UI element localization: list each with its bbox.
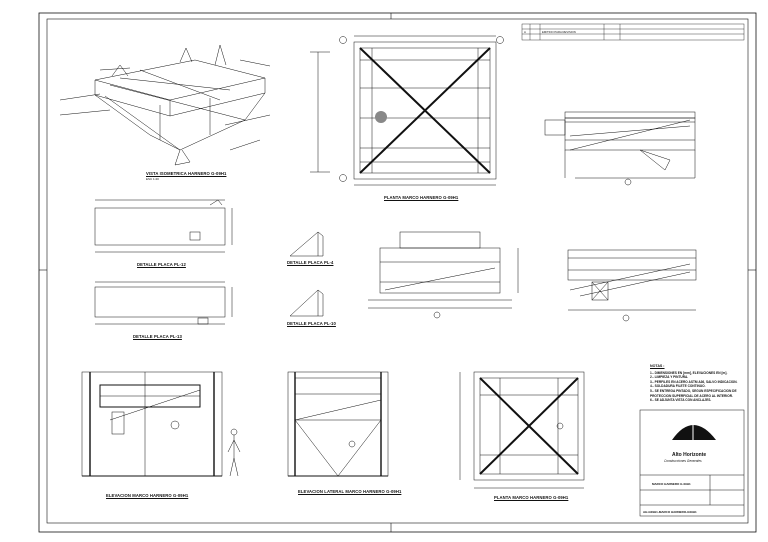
company-name: Alto Horizonte [672, 452, 707, 458]
caption-pl4: DETALLE PLACA PL-4 [287, 260, 334, 265]
note-item: 2.- LIMPIEZA Y PINTURA. [650, 375, 689, 380]
plate-pl12-view [94, 199, 233, 253]
caption-pl12: DETALLE PLACA PL-12 [137, 262, 186, 267]
title-block [639, 409, 745, 517]
company-tagline: Construcciones Generales [664, 459, 702, 463]
human-figure [227, 428, 241, 477]
plan-bottom-view [459, 371, 585, 489]
caption-elev-front: ELEVACION MARCO HARNERO G-09H1 [106, 493, 189, 498]
revision-description: EMITIDO PARA REVISION [542, 30, 576, 34]
note-item: 5.- SE ENTREGA PINTADO, SEGUN ESPECIFICA… [650, 388, 737, 398]
revision-letter: A [524, 30, 526, 34]
section-view-middle [368, 231, 519, 319]
note-item: 6.- SE ADJUNTA VISTA CON ANCLAJES. [650, 398, 712, 403]
elevation-side-view [287, 371, 389, 477]
isometric-view [59, 44, 271, 166]
plate-pl4-view [289, 231, 324, 257]
note-item: 4.- SOLDADURA FILETE CONTINUO. [650, 384, 706, 389]
section-view-middle-right [567, 249, 697, 322]
elevation-front-view [81, 371, 241, 477]
company-logo [672, 425, 716, 440]
drawing-description: MARCO HARNERO G-09H1 [652, 482, 691, 486]
caption-plan-top: PLANTA MARCO HARNERO G-09H1 [384, 195, 459, 200]
scale-label: ESC 1:20 [146, 177, 159, 181]
inner-border [46, 18, 749, 524]
section-view-upper-right [544, 111, 696, 186]
notes-block: NOTAS : 1.- DIMENSIONES EN [mm], ELEVACI… [650, 364, 758, 403]
revision-table [521, 23, 745, 41]
drawing-code: AH-G09H1-MARCO HARNERO-G09H1 [643, 510, 697, 514]
plate-pl13-view [94, 281, 233, 325]
plan-top-view [310, 35, 504, 186]
caption-elev-side: ELEVACION LATERAL MARCO HARNERO G-09H1 [298, 489, 402, 494]
notes-heading: NOTAS : [650, 364, 665, 368]
caption-pl10: DETALLE PLACA PL-10 [287, 321, 336, 326]
caption-isometric: VISTA ISOMETRICA HARNERO G-09H1 [146, 171, 227, 176]
plate-pl10-view [289, 289, 324, 317]
caption-plan-bottom: PLANTA MARCO HARNERO G-09H1 [494, 495, 569, 500]
note-item: 3.- PERFILES EN ACERO ASTM A36, SALVO IN… [650, 379, 738, 384]
caption-pl13: DETALLE PLACA PL-13 [133, 334, 182, 339]
outer-border [38, 12, 757, 533]
note-item: 1.- DIMENSIONES EN [mm], ELEVACIONES EN … [650, 370, 728, 375]
